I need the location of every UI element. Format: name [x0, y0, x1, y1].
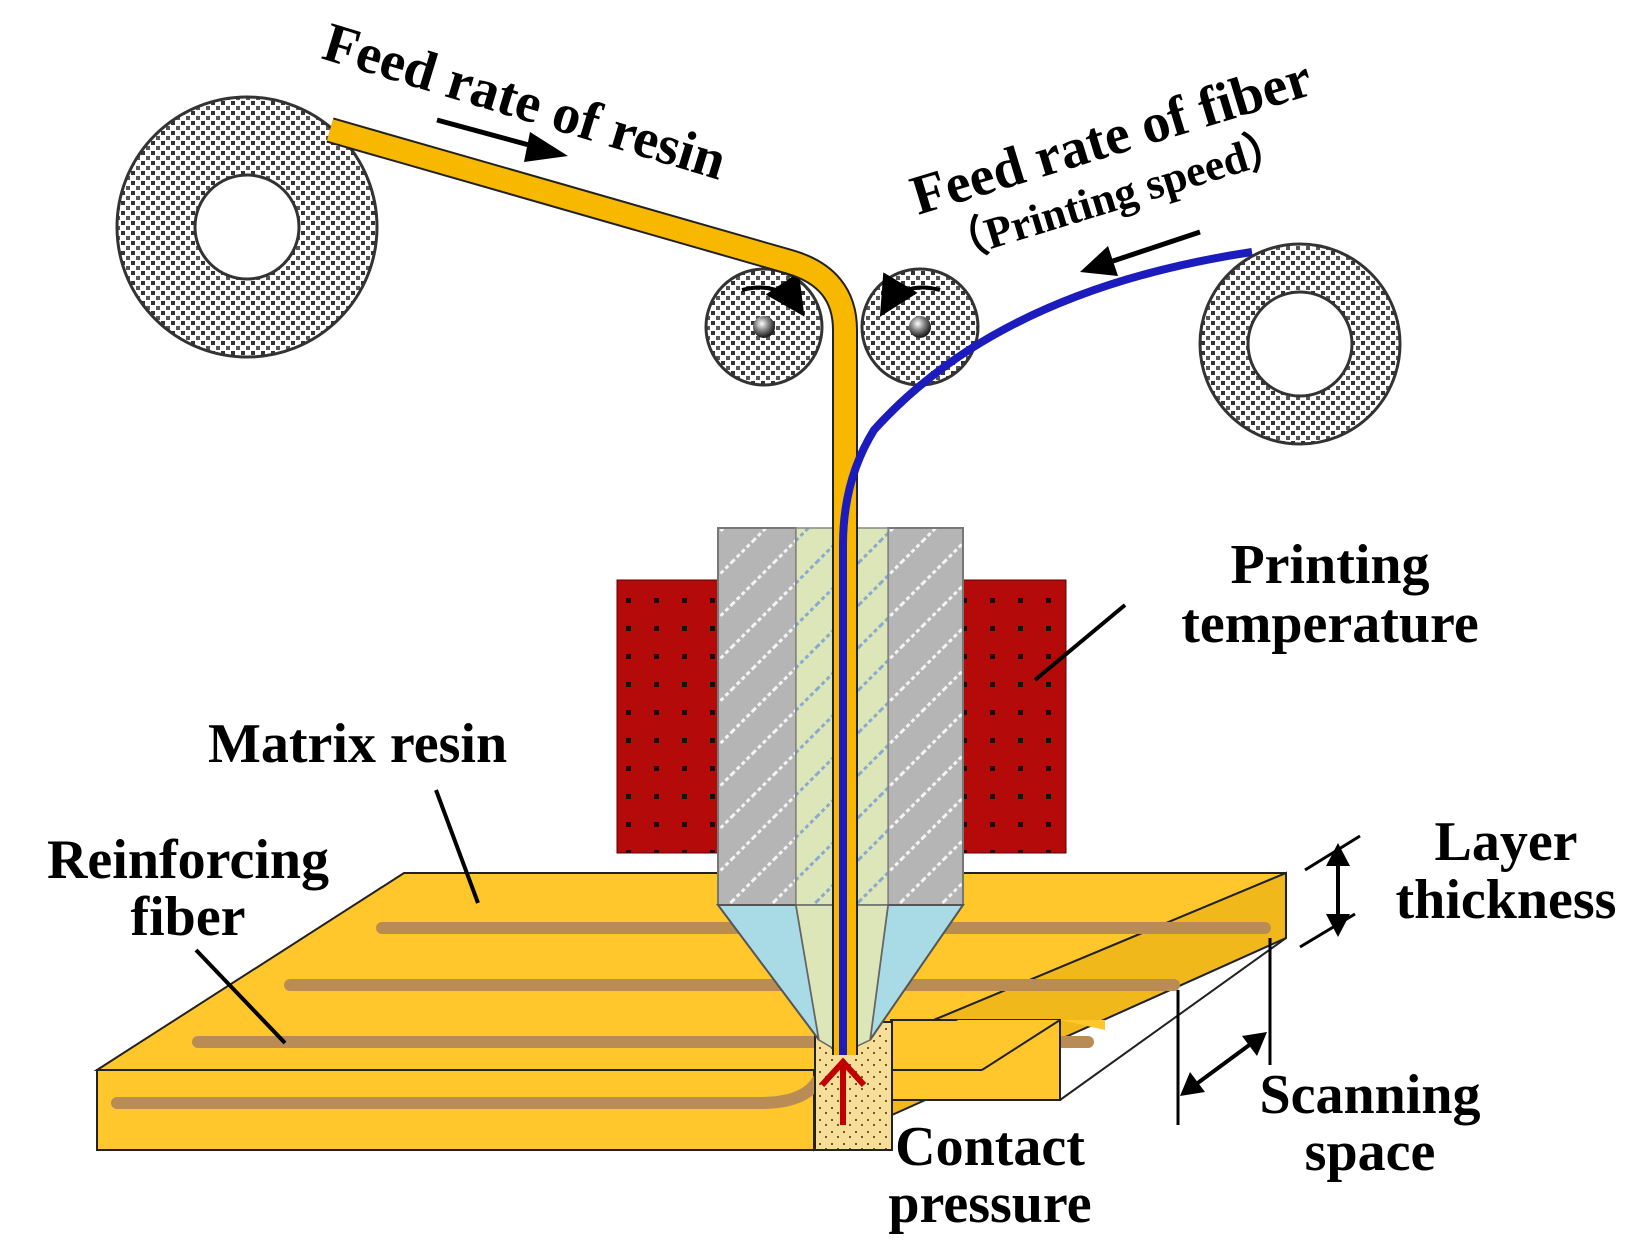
layer-thickness-dimension: [1299, 834, 1361, 949]
scanning-space-label-line2: space: [1305, 1121, 1436, 1183]
printing-temperature-leader: [1033, 603, 1127, 682]
reinforcing-fiber-leader: [194, 948, 287, 1045]
left-heater-block: [616, 579, 726, 854]
contact-pressure-arrow: [819, 1057, 867, 1125]
contact-pressure-label-line1: Contact: [895, 1116, 1085, 1178]
printed-layer-plate: [93, 871, 1287, 1152]
scanning-space-dimension: [1176, 938, 1272, 1125]
matrix-resin-leader: [434, 789, 480, 904]
right-feed-roller: [860, 267, 980, 387]
reinforcing-fiber-label-line2: fiber: [130, 886, 245, 948]
fiber-spool: [1198, 242, 1402, 446]
feed-rate-resin-label: Feed rate of resin: [316, 11, 733, 192]
fiber-feed-arrow: [1080, 229, 1201, 276]
printing-temperature-label-line2: temperature: [1181, 593, 1479, 655]
layer-thickness-label-line2: thickness: [1396, 869, 1617, 931]
matrix-resin-label: Matrix resin: [208, 713, 507, 775]
nozzle: [716, 527, 965, 1052]
resin-feed-arrow: [436, 117, 568, 162]
resin-spool: [115, 95, 379, 359]
right-heater-block: [959, 579, 1067, 854]
printing-temperature-label-line1: Printing: [1230, 534, 1429, 596]
left-feed-roller: [704, 267, 824, 387]
reinforcing-fiber-label-line1: Reinforcing: [47, 829, 329, 891]
reinforcing-fiber-strand: [839, 248, 1253, 1055]
scanning-space-label-line1: Scanning: [1260, 1064, 1481, 1126]
layer-thickness-label-line1: Layer: [1434, 811, 1577, 873]
contact-pressure-label-line2: pressure: [888, 1173, 1091, 1235]
